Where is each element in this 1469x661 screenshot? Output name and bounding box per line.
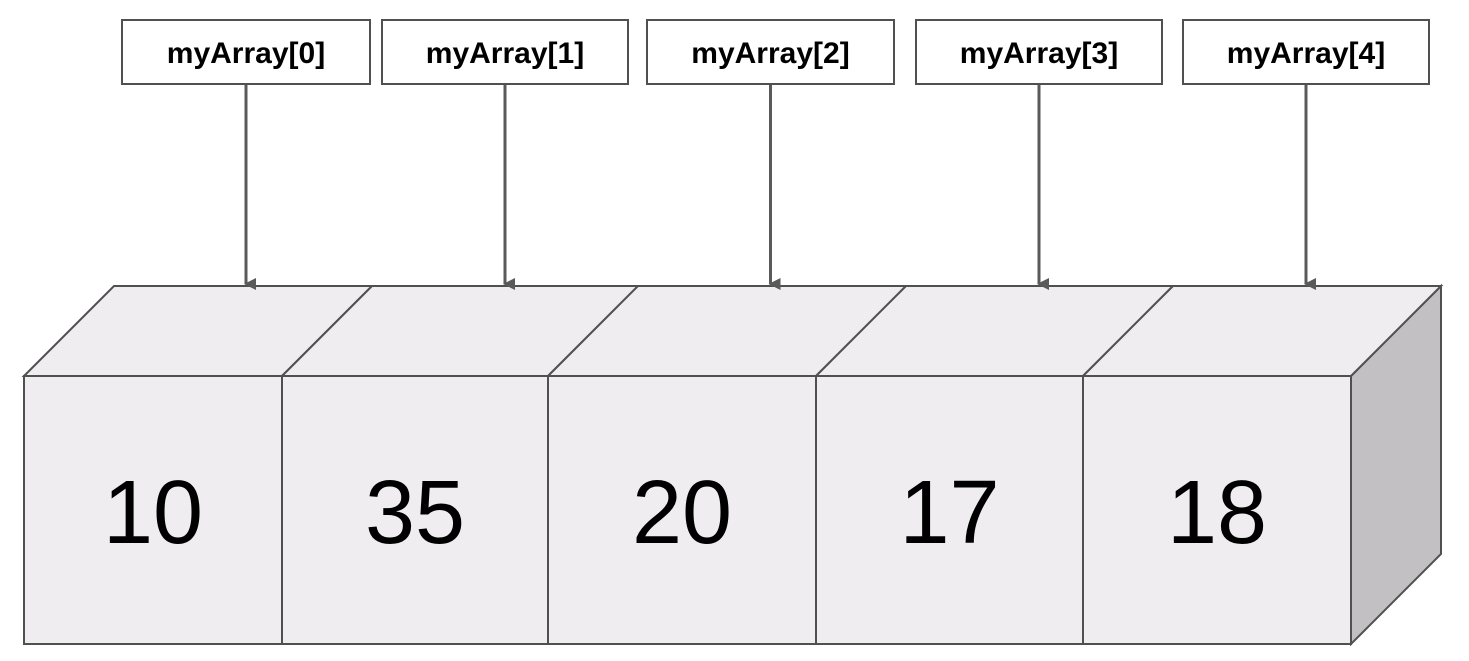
index-label-box-4	[915, 19, 1163, 85]
index-label-2: myArray[1]	[381, 19, 629, 85]
index-label-text-2: myArray[1]	[426, 37, 584, 70]
index-label-text-5: myArray[4]	[1227, 37, 1385, 70]
cell-value-1: 10	[103, 463, 203, 563]
index-label-4: myArray[3]	[915, 19, 1163, 85]
cell-front-face-5	[1082, 375, 1352, 645]
index-label-5: myArray[4]	[1182, 19, 1430, 85]
index-label-3: myArray[2]	[646, 19, 895, 85]
cell-value-4: 17	[899, 463, 999, 563]
index-label-box-2	[381, 19, 629, 85]
index-label-box-3	[646, 19, 895, 85]
index-label-text-4: myArray[3]	[960, 37, 1118, 70]
cell-front-face-3	[547, 375, 817, 645]
cell-value-2: 35	[365, 463, 465, 563]
cell-front-face-2	[281, 375, 549, 645]
cell-front-face-1	[23, 375, 283, 645]
cell-value-5: 18	[1167, 463, 1267, 563]
cell-front-face-4	[815, 375, 1084, 645]
index-label-text-3: myArray[2]	[691, 37, 849, 70]
cell-value-3: 20	[632, 463, 732, 563]
index-label-1: myArray[0]	[121, 19, 371, 85]
index-label-box-1	[121, 19, 371, 85]
index-label-text-1: myArray[0]	[167, 37, 325, 70]
index-label-box-5	[1182, 19, 1430, 85]
